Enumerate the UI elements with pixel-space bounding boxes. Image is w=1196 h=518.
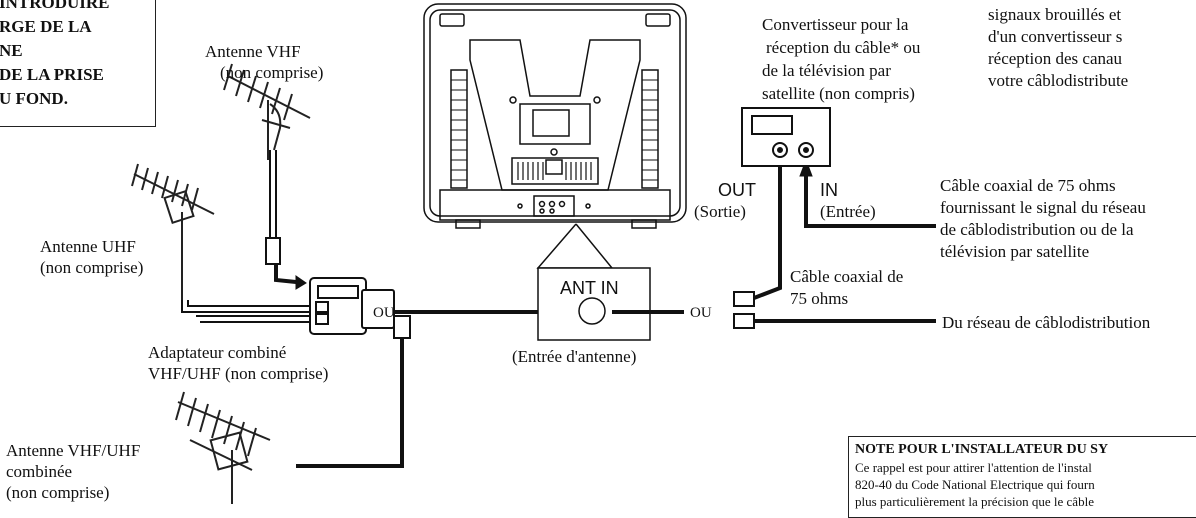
uhf-antenna-label: Antenne UHF <box>40 237 136 256</box>
converter-box <box>741 107 831 167</box>
coax-75-label-1: Câble coaxial de <box>790 267 904 286</box>
combined-antenna-label-1: Antenne VHF/UHF <box>6 441 141 460</box>
uhf-antenna-note: (non comprise) <box>40 258 144 277</box>
top-right-text-1: signaux brouillés et <box>988 5 1122 24</box>
installer-note-line-1: Ce rappel est pour attirer l'attention d… <box>855 460 1092 475</box>
installer-note-line-3: plus particulièrement la précision que l… <box>855 494 1094 509</box>
top-right-text-4: votre câblodistribute <box>988 71 1129 90</box>
coax-in-label-4: télévision par satellite <box>940 242 1090 261</box>
warning-line-2: RGE DE LA <box>0 17 92 36</box>
adapter-note: VHF/UHF (non comprise) <box>148 364 329 383</box>
warning-line-1: INTRODUIRE <box>0 0 110 12</box>
installer-note-line-2: 820-40 du Code National Electrique qui f… <box>855 477 1095 492</box>
coax-in-label-2: fournissant le signal du réseau <box>940 198 1146 217</box>
coax-75-label-2: 75 ohms <box>790 289 849 308</box>
warning-line-4: DE LA PRISE <box>0 65 104 84</box>
vhf-antenna-note: (non comprise) <box>220 63 324 82</box>
warning-box: INTRODUIRE RGE DE LA NE DE LA PRISE U FO… <box>0 0 156 127</box>
or-label-left: OU <box>373 305 395 321</box>
cables <box>181 150 936 468</box>
top-right-text-3: réception des canau <box>988 49 1123 68</box>
warning-line-3: NE <box>0 41 23 60</box>
or-label-right: OU <box>690 305 712 321</box>
converter-label-2: réception du câble* ou <box>766 38 921 57</box>
installer-note-box: NOTE POUR L'INSTALLATEUR DU SY Ce rappel… <box>848 436 1196 518</box>
combined-antenna-label-2: combinée <box>6 462 73 481</box>
in-caption: (Entrée) <box>820 202 876 221</box>
ant-in-caption: (Entrée d'antenne) <box>512 347 637 366</box>
cable-network-label: Du réseau de câblodistribution <box>942 313 1151 332</box>
uhf-antenna-illustration <box>131 163 215 300</box>
out-caption: (Sortie) <box>694 202 746 221</box>
converter-label-3: de la télévision par <box>762 61 891 80</box>
warning-line-5: U FOND. <box>0 89 68 108</box>
connection-diagram <box>131 3 936 504</box>
vhf-antenna-label: Antenne VHF <box>205 42 301 61</box>
ant-in-callout <box>536 223 651 341</box>
converter-label-4: satellite (non compris) <box>762 84 915 103</box>
converter-label-1: Convertisseur pour la <box>762 15 909 34</box>
top-right-text-2: d'un convertisseur s <box>988 27 1123 46</box>
vhf-antenna-illustration <box>223 63 311 160</box>
ant-in-label: ANT IN <box>560 278 619 298</box>
combined-adapter <box>309 277 395 335</box>
coax-in-label-1: Câble coaxial de 75 ohms <box>940 176 1116 195</box>
installer-note-title: NOTE POUR L'INSTALLATEUR DU SY <box>855 442 1109 457</box>
adapter-label: Adaptateur combiné <box>148 343 287 362</box>
tv-back-illustration <box>423 3 687 229</box>
combined-antenna-illustration <box>175 391 271 504</box>
coax-in-label-3: de câblodistribution ou de la <box>940 220 1134 239</box>
in-label: IN <box>820 180 838 200</box>
out-label: OUT <box>718 180 756 200</box>
combined-antenna-label-3: (non comprise) <box>6 483 110 502</box>
